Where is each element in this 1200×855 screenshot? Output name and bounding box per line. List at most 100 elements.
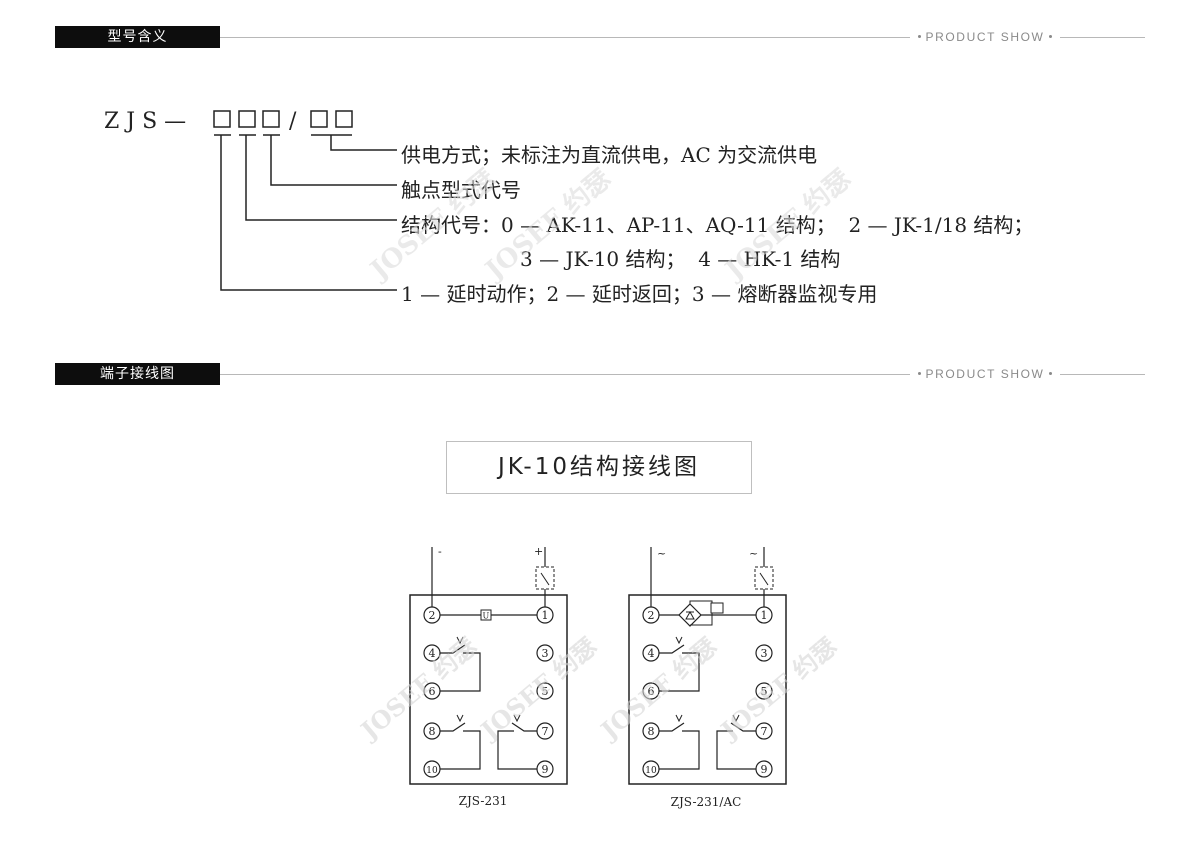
- terminal-1: 1: [755, 606, 773, 624]
- terminal-1: 1: [536, 606, 554, 624]
- divider: [220, 374, 910, 375]
- coil-element: [480, 609, 492, 621]
- model-prefix: ZJS—: [104, 109, 193, 134]
- contact-7-9: [730, 722, 756, 732]
- model-line-power: 供电方式；未标注为直流供电，AC 为交流供电: [401, 143, 817, 167]
- terminal-3: 3: [755, 644, 773, 662]
- model-box: [310, 110, 328, 128]
- product-show-text: PRODUCT SHOW: [925, 30, 1045, 44]
- dot-icon: [1049, 35, 1053, 39]
- model-box: [238, 110, 256, 128]
- leader-function: [220, 135, 397, 291]
- terminal-10: 10: [642, 760, 660, 778]
- svg-text:4: 4: [429, 647, 436, 660]
- terminal-10: 10: [423, 760, 441, 778]
- switch-box: [754, 566, 774, 590]
- diagram-caption: ZJS-231/AC: [671, 795, 742, 809]
- model-line-function: 1 — 延时动作；2 — 延时返回；3 — 熔断器监视专用: [401, 282, 877, 306]
- svg-text:1: 1: [761, 609, 768, 622]
- wiring-diagram-dc: - + U 2 1 4 3 6 5 8 7 10 9: [409, 545, 568, 808]
- contact-7-9: [511, 722, 537, 732]
- contact-8-10-return: [659, 730, 700, 770]
- model-line-contact: 触点型式代号: [401, 178, 521, 202]
- model-box: [335, 110, 353, 128]
- terminal-4: 4: [642, 644, 660, 662]
- svg-text:2: 2: [429, 609, 436, 622]
- divider: [1060, 37, 1145, 38]
- wiring-diagrams: - + U 2 1 4 3 6 5 8 7 10 9: [354, 545, 842, 809]
- contact-mark: [675, 636, 683, 645]
- coil-label: U: [483, 612, 490, 621]
- diagram-caption: ZJS-231: [459, 794, 508, 808]
- contact-mark: [732, 714, 740, 723]
- terminal-8: 8: [423, 722, 441, 740]
- watermark: JOSEF 约瑟: [714, 632, 842, 746]
- terminal-7: 7: [755, 722, 773, 740]
- terminal-7: 7: [536, 722, 554, 740]
- product-show-text: PRODUCT SHOW: [925, 367, 1045, 381]
- divider: [220, 37, 910, 38]
- contact-mark: [456, 636, 464, 645]
- switch-box: [535, 566, 555, 590]
- diagram-title: JK-10结构接线图: [446, 441, 752, 494]
- section-header-wiring: 端子接线图 PRODUCT SHOW: [55, 363, 1145, 385]
- svg-text:8: 8: [429, 725, 436, 738]
- relay-frame: [409, 594, 568, 785]
- contact-4-6-return: [659, 652, 700, 692]
- section-tag: 型号含义: [55, 26, 220, 48]
- svg-text:6: 6: [429, 685, 436, 698]
- svg-text:7: 7: [542, 725, 549, 738]
- leader-power: [330, 135, 397, 151]
- terminal-9: 9: [755, 760, 773, 778]
- terminal-5: 5: [755, 682, 773, 700]
- contact-mark: [675, 714, 683, 723]
- contact-mark: [456, 714, 464, 723]
- contact-8-10-return: [440, 730, 481, 770]
- product-show-label: PRODUCT SHOW: [910, 29, 1060, 45]
- divider: [1060, 374, 1145, 375]
- contact-4-6: [440, 644, 466, 654]
- leader-contact: [270, 135, 397, 186]
- section-header-model: 型号含义 PRODUCT SHOW: [55, 26, 1145, 48]
- model-meaning-diagram: ZJS— / 供电方式；未标注为直流供电，AC 为交流供电 触点型式代号 结构代…: [104, 109, 1033, 306]
- diode-icon: [685, 610, 695, 620]
- svg-text:8: 8: [648, 725, 655, 738]
- contact-4-6: [659, 644, 685, 654]
- rectifier-bridge-icon: [678, 603, 702, 627]
- product-show-label: PRODUCT SHOW: [910, 366, 1060, 382]
- switch-blade: [759, 572, 769, 586]
- svg-text:10: 10: [645, 766, 657, 776]
- svg-text:6: 6: [648, 685, 655, 698]
- terminal-2: 2: [642, 606, 660, 624]
- svg-text:5: 5: [761, 685, 768, 698]
- svg-text:1: 1: [542, 609, 549, 622]
- terminal-9: 9: [536, 760, 554, 778]
- dot-icon: [917, 35, 921, 39]
- pole-left: -: [438, 545, 442, 558]
- coil-element: [710, 602, 724, 614]
- contact-mark: [513, 714, 521, 723]
- relay-frame: [628, 594, 787, 785]
- svg-text:9: 9: [761, 763, 768, 776]
- svg-text:3: 3: [761, 647, 768, 660]
- svg-text:2: 2: [648, 609, 655, 622]
- dot-icon: [917, 372, 921, 376]
- terminal-3: 3: [536, 644, 554, 662]
- svg-text:9: 9: [542, 763, 549, 776]
- svg-text:3: 3: [542, 647, 549, 660]
- section-tag: 端子接线图: [55, 363, 220, 385]
- contact-7-9-return: [497, 730, 537, 770]
- model-slash: /: [289, 109, 297, 134]
- watermark: JOSEF 约瑟: [354, 632, 482, 746]
- wiring-diagram-ac: ~ ~ 2 1 4 3 6 5 8 7 10 9: [628, 547, 787, 809]
- contact-8-10: [440, 722, 466, 732]
- model-box: [262, 110, 280, 128]
- svg-text:10: 10: [426, 766, 438, 776]
- terminal-2: 2: [423, 606, 441, 624]
- model-box: [213, 110, 231, 128]
- model-line-structure: 结构代号：0 — AK-11、AP-11、AQ-11 结构； 2 — JK-1/…: [401, 213, 1033, 237]
- model-line-structure-cont: 3 — JK-10 结构； 4 — HK-1 结构: [520, 247, 840, 271]
- contact-4-6-return: [440, 652, 481, 692]
- contact-7-9-return: [716, 730, 756, 770]
- pole-right: +: [534, 545, 543, 558]
